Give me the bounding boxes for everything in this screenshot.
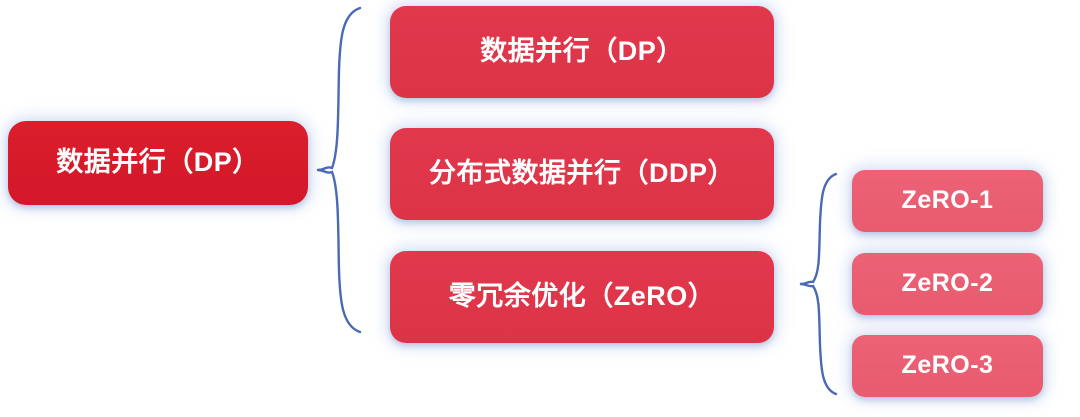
node-zero-label: 零冗余优化（ZeRO）	[448, 281, 716, 312]
node-ddp-label: 分布式数据并行（DDP）	[428, 158, 735, 189]
node-root-data-parallel[interactable]: 数据并行（DP）	[8, 121, 308, 205]
node-zero-1[interactable]: ZeRO-1	[852, 170, 1043, 232]
node-dp-label: 数据并行（DP）	[480, 36, 684, 67]
node-zero-1-label: ZeRO-1	[901, 186, 994, 215]
node-zero-3-label: ZeRO-3	[901, 351, 994, 380]
node-zero-3[interactable]: ZeRO-3	[852, 335, 1043, 397]
node-zero-2[interactable]: ZeRO-2	[852, 253, 1043, 315]
node-ddp[interactable]: 分布式数据并行（DDP）	[390, 128, 774, 220]
node-root-label: 数据并行（DP）	[56, 147, 260, 178]
main-brace-connector	[316, 6, 362, 334]
zero-brace-connector	[799, 172, 838, 396]
node-zero[interactable]: 零冗余优化（ZeRO）	[390, 251, 774, 343]
node-dp[interactable]: 数据并行（DP）	[390, 6, 774, 98]
node-zero-2-label: ZeRO-2	[901, 269, 994, 298]
